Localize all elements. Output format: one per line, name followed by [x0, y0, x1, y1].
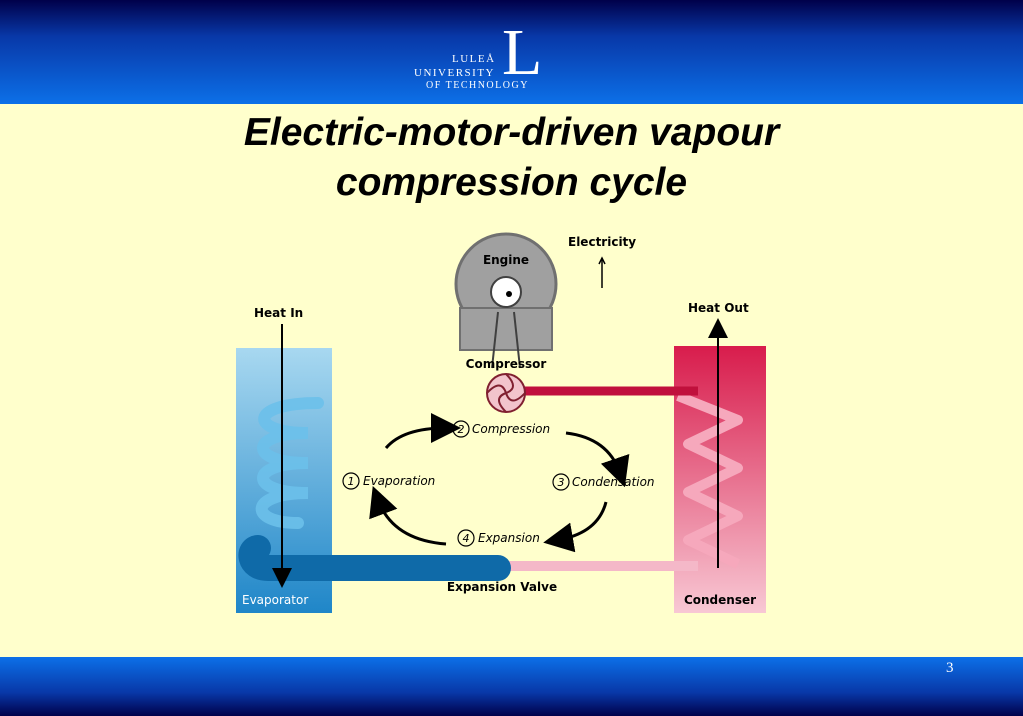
slide-title: Electric-motor-driven vapour compression… [0, 108, 1023, 208]
footer-bar [0, 657, 1023, 716]
vapour-cycle-diagram: Engine Compressor Electricity Heat In He… [236, 232, 766, 613]
step-expansion-label: Expansion [478, 531, 540, 545]
cycle-arrow-expansion [543, 501, 608, 553]
expansion-valve-label: Expansion Valve [447, 580, 557, 594]
step-evaporation: 1 Evaporation [342, 472, 435, 490]
engine-label: Engine [483, 253, 529, 267]
slide-title-line-2: compression cycle [335, 161, 688, 204]
step-compression: 2 Compression [452, 420, 550, 438]
step-compression-label: Compression [472, 422, 550, 436]
slide-title-line-1: Electric-motor-driven vapour [243, 111, 780, 154]
step-evaporation-number: 1 [348, 475, 355, 488]
page-number: 3 [946, 660, 954, 676]
cycle-arrow-compression [384, 413, 461, 450]
condenser-label: Condenser [684, 593, 756, 607]
evaporator-label: Evaporator [242, 593, 308, 607]
heat-out-label: Heat Out [688, 301, 749, 315]
compressor-label: Compressor [466, 357, 547, 371]
step-evaporation-label: Evaporation [363, 474, 435, 488]
step-condensation-number: 3 [558, 476, 565, 489]
logo-line-technology: OF TECHNOLOGY [426, 80, 529, 91]
condenser-coil [676, 391, 743, 569]
cycle-arrow-evaporation [369, 485, 447, 546]
step-expansion: 4 Expansion [457, 529, 540, 547]
electricity-label: Electricity [568, 235, 636, 249]
engine-base [459, 307, 553, 351]
engine-shaft-icon [506, 291, 512, 297]
evaporator-coil [255, 397, 324, 529]
cycle-arrow-condensation [565, 431, 630, 488]
header-bar: LULEÅ UNIVERSITY OF TECHNOLOGY L [0, 0, 1023, 104]
low-pressure-line [238, 535, 511, 581]
logo-line-lulea: LULEÅ [452, 53, 496, 65]
engine-rotation-icon [490, 276, 522, 308]
electricity-arrowhead-icon [598, 256, 606, 265]
step-expansion-number: 4 [463, 532, 470, 545]
logo-mark: L [502, 16, 543, 89]
engine-belt [491, 311, 521, 369]
compressor-blades-icon [486, 373, 526, 413]
step-condensation-label: Condensation [572, 475, 655, 489]
step-condensation: 3 Condensation [552, 473, 655, 491]
logo-line-university: UNIVERSITY [414, 67, 495, 79]
heat-in-label: Heat In [254, 306, 303, 320]
step-compression-number: 2 [458, 423, 465, 436]
